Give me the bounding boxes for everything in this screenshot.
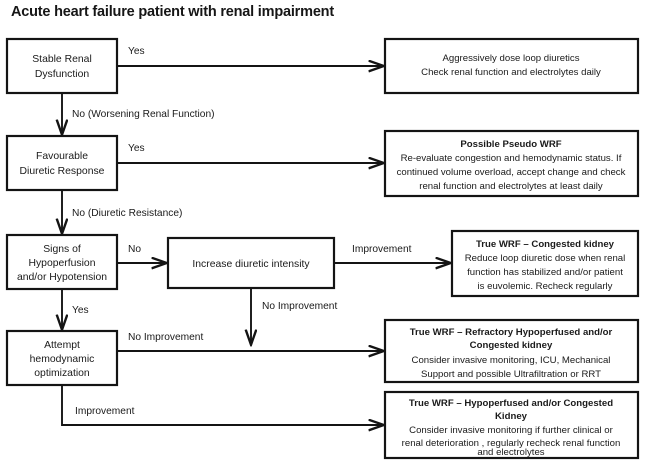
- edge-label-no-improvement-2: No Improvement: [128, 332, 203, 343]
- node-label-aggressive-line2: Check renal function and electrolytes da…: [421, 67, 601, 78]
- node-box-attempt-hemodynamic-optimization[interactable]: [5, 329, 119, 387]
- node-true-wrf-refractory[interactable]: True WRF – Refractory Hypoperfused and/o…: [383, 318, 640, 384]
- node-label-refractory-line1: Consider invasive monitoring, ICU, Mecha…: [412, 355, 611, 366]
- node-box-true-wrf-refractory[interactable]: [383, 318, 640, 384]
- node-label-pseudo-line3: renal function and electrolytes at least…: [419, 181, 603, 192]
- node-label-congested-line2: function has stabilized and/or patient: [467, 267, 623, 278]
- page-title: Acute heart failure patient with renal i…: [11, 4, 334, 20]
- node-label-aggressive-line1: Aggressively dose loop diuretics: [442, 53, 579, 64]
- node-label-favourable-line1: Favourable: [36, 151, 88, 162]
- edge-label-no-worsening: No (Worsening Renal Function): [72, 109, 215, 120]
- node-label-stable-renal-dysfunction-line1: Stable Renal: [32, 54, 92, 65]
- node-box-increase-diuretic-intensity[interactable]: [166, 236, 336, 290]
- node-box-aggressive-loop-diuretics[interactable]: [383, 37, 640, 95]
- node-label-stable-renal-dysfunction-line2: Dysfunction: [35, 69, 90, 80]
- node-stable-renal-dysfunction[interactable]: Stable Renal Dysfunction: [5, 37, 119, 95]
- node-label-congested-line1: Reduce loop diuretic dose when renal: [465, 253, 626, 264]
- node-attempt-hemodynamic-optimization[interactable]: Attempt hemodynamic optimization: [5, 329, 119, 387]
- node-favourable-diuretic-response[interactable]: Favourable Diuretic Response: [5, 134, 119, 192]
- node-label-attempt-line1: Attempt: [44, 340, 80, 351]
- node-increase-diuretic-intensity[interactable]: Increase diuretic intensity: [166, 236, 336, 290]
- edge-label-yes-3: Yes: [72, 305, 89, 316]
- node-heading-refractory-line2: Congested kidney: [470, 340, 553, 351]
- node-heading-possible-pseudo-wrf: Possible Pseudo WRF: [460, 139, 561, 150]
- node-aggressive-loop-diuretics[interactable]: Aggressively dose loop diuretics Check r…: [383, 37, 640, 95]
- connector-attempt-to-hypoperfused: [61, 385, 383, 425]
- node-heading-true-wrf-congested: True WRF – Congested kidney: [476, 239, 615, 250]
- node-label-signs-line3: and/or Hypotension: [17, 272, 107, 283]
- node-label-signs-line2: Hypoperfusion: [28, 258, 95, 269]
- node-heading-refractory-line1: True WRF – Refractory Hypoperfused and/o…: [410, 327, 613, 338]
- edge-label-improvement-2: Improvement: [75, 406, 135, 417]
- node-box-favourable-diuretic-response[interactable]: [5, 134, 119, 192]
- node-possible-pseudo-wrf[interactable]: Possible Pseudo WRF Re-evaluate congesti…: [383, 129, 640, 198]
- node-label-congested-line3: is euvolemic. Recheck regularly: [478, 281, 613, 292]
- node-label-pseudo-line1: Re-evaluate congestion and hemodynamic s…: [401, 153, 622, 164]
- node-label-hypoperfused-line3: and electrolytes: [477, 447, 544, 458]
- node-label-hypoperfused-line2: renal deterioration , regularly recheck …: [402, 438, 621, 449]
- node-box-possible-pseudo-wrf[interactable]: [383, 129, 640, 198]
- edge-label-improvement-1: Improvement: [352, 244, 412, 255]
- node-heading-hypoperfused-line2: Kidney: [495, 411, 528, 422]
- node-label-pseudo-line2: continued volume overload, accept change…: [397, 167, 626, 178]
- edge-label-yes-2: Yes: [128, 143, 145, 154]
- edge-label-no-improvement-1: No Improvement: [262, 301, 337, 312]
- node-label-refractory-line2: Support and possible Ultrafiltration or …: [421, 369, 601, 380]
- node-true-wrf-hypoperfused[interactable]: True WRF – Hypoperfused and/or Congested…: [383, 390, 640, 460]
- node-label-hypoperfused-line1: Consider invasive monitoring if further …: [409, 425, 613, 436]
- node-box-true-wrf-hypoperfused[interactable]: [383, 390, 640, 460]
- node-signs-hypoperfusion[interactable]: Signs of Hypoperfusion and/or Hypotensio…: [5, 233, 119, 291]
- edge-label-no-1: No: [128, 244, 141, 255]
- node-true-wrf-congested-kidney[interactable]: True WRF – Congested kidney Reduce loop …: [450, 229, 640, 298]
- edge-label-no-resistance: No (Diuretic Resistance): [72, 208, 182, 219]
- node-box-stable-renal-dysfunction[interactable]: [5, 37, 119, 95]
- node-heading-hypoperfused-line1: True WRF – Hypoperfused and/or Congested: [409, 398, 613, 409]
- node-box-signs-hypoperfusion[interactable]: [5, 233, 119, 291]
- node-label-increase-diuretic-intensity: Increase diuretic intensity: [192, 259, 310, 270]
- node-label-signs-line1: Signs of: [43, 244, 81, 255]
- node-box-true-wrf-congested-kidney[interactable]: [450, 229, 640, 298]
- edge-label-yes-1: Yes: [128, 46, 145, 57]
- node-label-attempt-line3: optimization: [34, 368, 90, 379]
- node-label-attempt-line2: hemodynamic: [30, 354, 95, 365]
- node-label-favourable-line2: Diuretic Response: [20, 166, 105, 177]
